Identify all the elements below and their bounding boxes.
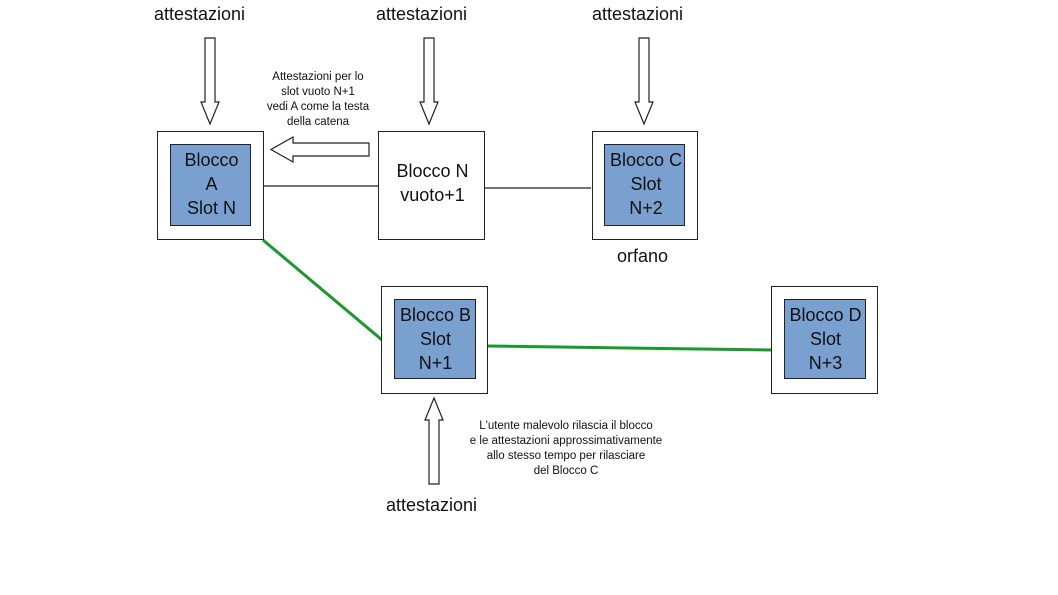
- block-c-line-3: N+2: [629, 198, 663, 218]
- block-d: Blocco D Slot N+3: [771, 286, 878, 394]
- note-bottom-line-2: e le attestazioni approssimativamente: [469, 435, 663, 447]
- note-bottom-line-3: allo stesso tempo per rilasciare: [486, 450, 646, 462]
- block-n-empty: Blocco N vuoto+1: [378, 131, 485, 240]
- note-empty-slot: Attestazioni per lo slot vuoto N+1 vedi …: [250, 70, 386, 130]
- block-b-fill: [394, 299, 476, 379]
- block-d-fill: [784, 299, 866, 379]
- block-c-line-2: Slot: [630, 174, 662, 194]
- down-arrow-c-icon: [634, 37, 654, 126]
- block-a-text: Blocco A Slot N: [158, 148, 265, 220]
- block-d-text: Blocco D Slot N+3: [772, 303, 879, 375]
- block-d-line-2: Slot: [809, 329, 842, 349]
- orphan-label: orfano: [617, 246, 669, 266]
- block-b-line-2: Slot: [419, 329, 452, 349]
- note-bottom-line-1: L'utente malevolo rilascia il blocco: [479, 420, 653, 432]
- green-line-a-to-b: [262, 238, 383, 342]
- block-a: Blocco A Slot N: [157, 131, 264, 240]
- block-a-fill: [170, 144, 251, 226]
- down-arrow-a-icon: [200, 37, 220, 126]
- green-line-b-to-d: [487, 344, 772, 352]
- note-top-line-3: vedi A come la testa: [266, 101, 370, 113]
- block-c-fill: [604, 144, 685, 226]
- block-c-line-1: Blocco C: [609, 150, 683, 170]
- block-b-line-3: N+1: [418, 353, 453, 373]
- block-b-line-1: Blocco B: [399, 305, 472, 325]
- attestations-label-b: attestazioni: [386, 495, 478, 515]
- note-top-line-1: Attestazioni per lo: [272, 71, 364, 83]
- down-arrow-n-icon: [419, 37, 439, 126]
- note-bottom-line-4: del Blocco C: [533, 465, 599, 477]
- note-top-line-4: della catena: [286, 116, 350, 128]
- block-a-line-1: Blocco: [184, 150, 239, 170]
- block-b-text: Blocco B Slot N+1: [382, 303, 489, 375]
- block-a-line-3: Slot N: [186, 198, 237, 218]
- note-malicious-user: L'utente malevolo rilascia il blocco e l…: [446, 419, 686, 479]
- up-arrow-b-icon: [424, 396, 444, 485]
- note-top-line-2: slot vuoto N+1: [281, 86, 355, 98]
- block-n-line-1: Blocco N: [396, 161, 469, 181]
- attestations-label-n: attestazioni: [376, 4, 468, 24]
- block-n-line-2: vuoto+1: [400, 185, 465, 205]
- attestations-label-c: attestazioni: [592, 4, 684, 24]
- block-c-text: Blocco C Slot N+2: [593, 148, 699, 220]
- block-d-line-1: Blocco D: [789, 305, 862, 325]
- attestations-label-a: attestazioni: [154, 4, 246, 24]
- block-c: Blocco C Slot N+2: [592, 131, 698, 240]
- block-a-line-2: A: [205, 174, 218, 194]
- block-n-text: Blocco N vuoto+1: [379, 159, 486, 207]
- block-b: Blocco B Slot N+1: [381, 286, 488, 394]
- left-arrow-icon: [269, 135, 370, 164]
- block-d-line-3: N+3: [808, 353, 843, 373]
